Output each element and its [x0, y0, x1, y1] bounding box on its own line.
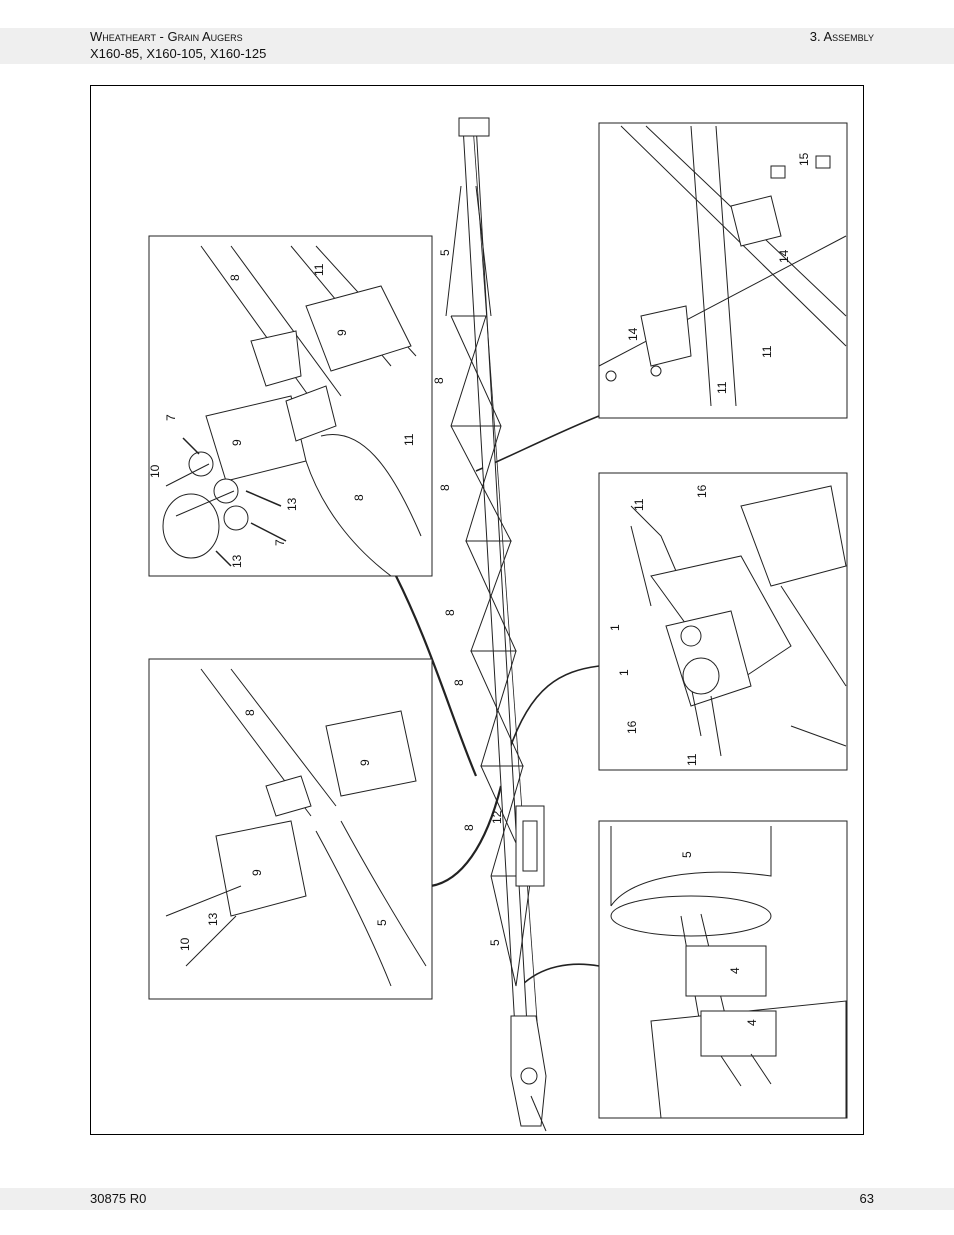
callout-label: 1 — [617, 669, 631, 676]
callout-label: 5 — [680, 851, 694, 858]
callout-label: 11 — [685, 753, 699, 766]
model-list: X160-85, X160-105, X160-125 — [90, 46, 267, 61]
detail-box-middle-right — [598, 472, 848, 771]
document-title: Wheatheart - Grain Augers — [90, 29, 243, 44]
callouts-lower-right: 5 4 4 — [680, 851, 759, 1026]
header-left: Wheatheart - Grain Augers X160-85, X160-… — [90, 28, 266, 62]
callout-label: 9 — [250, 869, 264, 876]
callout-label: 13 — [285, 497, 299, 511]
callout-label: 8 — [228, 274, 242, 281]
page-header: Wheatheart - Grain Augers X160-85, X160-… — [0, 28, 954, 64]
callout-label: 8 — [243, 709, 257, 716]
callout-label: 16 — [695, 484, 709, 498]
callout-label: 9 — [335, 329, 349, 336]
callouts-main-view: 5 8 8 8 8 8 12 5 — [432, 249, 504, 946]
page-footer: 30875 R0 63 — [0, 1188, 954, 1210]
callouts-lower-left: 8 9 9 10 13 5 — [178, 709, 389, 951]
callout-label: 7 — [273, 539, 287, 546]
callout-label: 8 — [352, 494, 366, 501]
section-title: 3. Assembly — [809, 29, 874, 44]
callout-label: 11 — [402, 433, 416, 446]
callout-label: 9 — [358, 759, 372, 766]
callout-label: 10 — [148, 464, 162, 478]
assembly-illustration: 10 7 9 8 11 9 8 11 13 7 13 5 8 8 8 8 8 1… — [148, 117, 848, 1132]
page-number: 63 — [859, 1191, 874, 1206]
callout-label: 1 — [608, 624, 622, 631]
callout-label: 8 — [462, 824, 476, 831]
figure-frame: 10 7 9 8 11 9 8 11 13 7 13 5 8 8 8 8 8 1… — [90, 85, 864, 1135]
callout-label: 12 — [490, 810, 504, 824]
callout-label: 5 — [488, 939, 502, 946]
callout-label: 9 — [230, 439, 244, 446]
callout-label: 11 — [312, 263, 326, 276]
callout-label: 5 — [375, 919, 389, 926]
callout-label: 8 — [443, 609, 457, 616]
detail-box-lower-right — [598, 820, 848, 1119]
callout-label: 14 — [777, 249, 791, 263]
detail-box-upper-left — [148, 235, 433, 577]
callout-label: 4 — [745, 1019, 759, 1026]
callout-label: 15 — [797, 152, 811, 166]
callout-label: 7 — [164, 414, 178, 421]
callouts-upper-right: 15 14 14 11 11 — [626, 152, 811, 394]
callout-label: 13 — [206, 912, 220, 926]
callout-label: 11 — [760, 345, 774, 358]
callouts-upper-left: 10 7 9 8 11 9 8 11 13 7 13 — [148, 263, 416, 568]
document-number: 30875 R0 — [90, 1191, 147, 1206]
callout-label: 16 — [625, 720, 639, 734]
callout-label: 4 — [728, 967, 742, 974]
callout-label: 10 — [178, 937, 192, 951]
callout-label: 14 — [626, 327, 640, 341]
detail-box-lower-left — [148, 658, 433, 1000]
callout-label: 8 — [432, 377, 446, 384]
auger-main-view — [445, 117, 547, 1132]
callout-label: 13 — [230, 554, 244, 568]
callout-label: 11 — [715, 381, 729, 394]
callout-label: 8 — [452, 679, 466, 686]
detail-box-upper-right — [598, 122, 848, 419]
callout-label: 8 — [438, 484, 452, 491]
callouts-middle-right: 11 16 1 1 16 11 — [608, 484, 709, 766]
callout-label: 11 — [632, 498, 646, 511]
callout-label: 5 — [438, 249, 452, 256]
